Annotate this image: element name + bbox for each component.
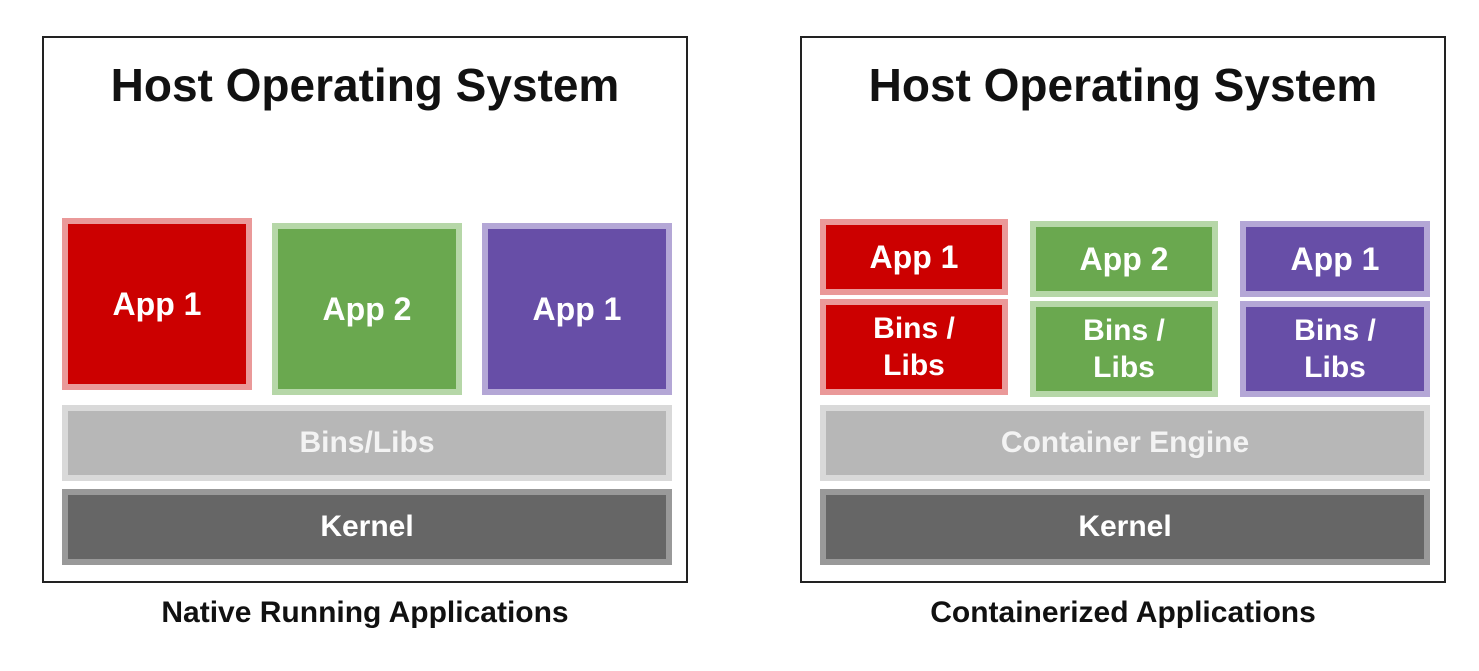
- native-caption: Native Running Applications: [161, 596, 569, 629]
- container-1-libs-block: Bins / Libs: [820, 299, 1008, 395]
- container-3-app-block: App 1: [1240, 221, 1430, 297]
- native-app-1-label: App 1: [112, 286, 202, 322]
- containerized-caption: Containerized Applications: [930, 596, 1316, 629]
- containerized-host-os-panel: Host Operating System App 1 Bins / Libs …: [800, 36, 1446, 583]
- container-3-libs-block: Bins / Libs: [1240, 301, 1430, 397]
- container-3-app-label: App 1: [1290, 241, 1380, 277]
- native-bins-libs-layer: Bins/Libs: [62, 405, 672, 481]
- container-1-app-label: App 1: [869, 239, 959, 275]
- native-host-os-title: Host Operating System: [110, 59, 620, 111]
- container-1-libs-label: Bins / Libs: [873, 311, 955, 383]
- container-engine-layer: Container Engine: [820, 405, 1430, 481]
- native-app-2-block: App 2: [272, 223, 462, 395]
- container-1-app-block: App 1: [820, 219, 1008, 295]
- native-app-3-label: App 1: [532, 291, 622, 327]
- native-app-2-label: App 2: [322, 291, 412, 327]
- native-bins-libs-label: Bins/Libs: [299, 426, 435, 460]
- native-app-3-block: App 1: [482, 223, 672, 395]
- native-app-1-block: App 1: [62, 218, 252, 390]
- native-kernel-label: Kernel: [320, 510, 414, 544]
- containerized-host-os-title: Host Operating System: [868, 59, 1378, 111]
- container-2-app-block: App 2: [1030, 221, 1218, 297]
- container-engine-label: Container Engine: [1000, 426, 1250, 460]
- native-host-os-panel: Host Operating System App 1 App 2 App 1 …: [42, 36, 688, 583]
- containerized-kernel-layer: Kernel: [820, 489, 1430, 565]
- container-3-libs-label: Bins / Libs: [1294, 313, 1376, 385]
- container-2-libs-block: Bins / Libs: [1030, 301, 1218, 397]
- container-2-app-label: App 2: [1079, 241, 1169, 277]
- container-2-libs-label: Bins / Libs: [1083, 313, 1165, 385]
- containerized-kernel-label: Kernel: [1078, 510, 1172, 544]
- native-kernel-layer: Kernel: [62, 489, 672, 565]
